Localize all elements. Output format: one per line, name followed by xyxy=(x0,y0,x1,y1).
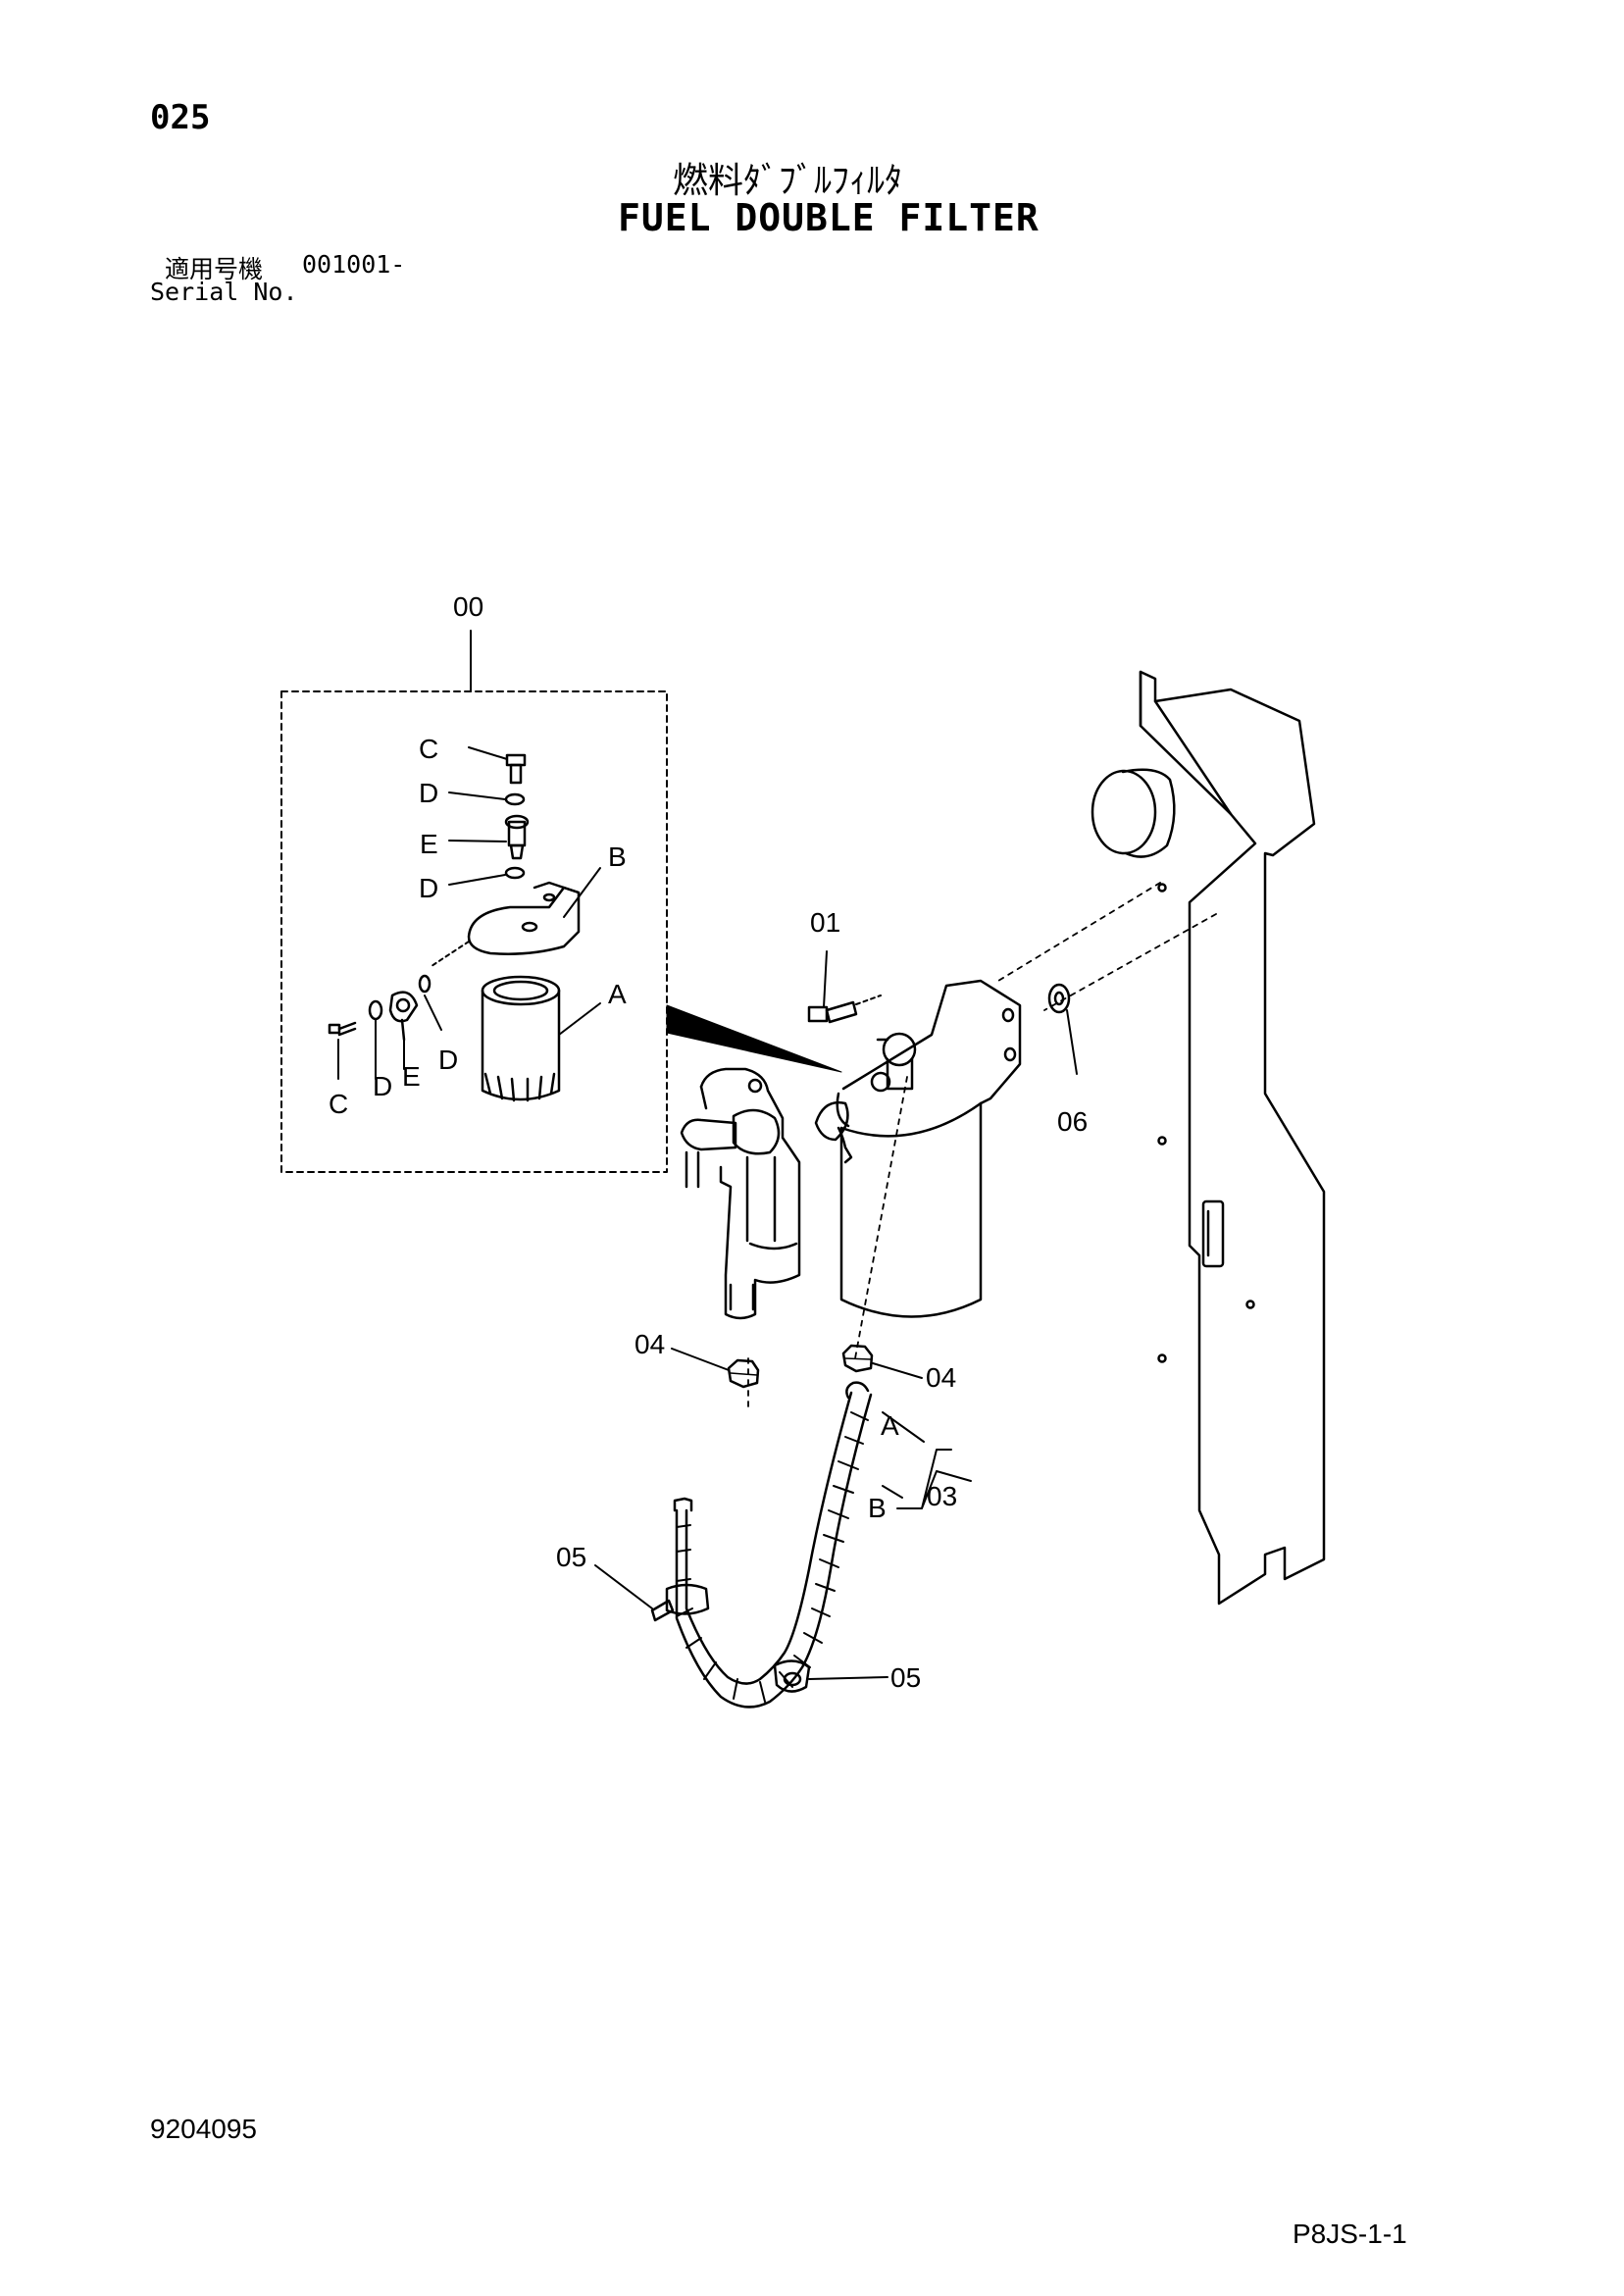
detail-washer-mid xyxy=(448,866,526,886)
page-number: 025 xyxy=(150,98,211,137)
callout-bolt: 01 xyxy=(810,907,840,938)
callout-detail-d-bottom2: D xyxy=(438,1045,458,1075)
callout-clamp-right: 05 xyxy=(890,1662,921,1693)
page-title: FUEL DOUBLE FILTER xyxy=(618,196,1040,239)
callout-nut-right: 04 xyxy=(926,1362,956,1393)
callout-detail-d-bottom1: D xyxy=(373,1071,392,1101)
callout-hose-a: A xyxy=(881,1410,899,1441)
detail-filter-head xyxy=(431,867,601,967)
callout-assembly: 00 xyxy=(453,591,483,622)
page-title-japanese: 燃料ﾀﾞﾌﾞﾙﾌｨﾙﾀ xyxy=(673,161,903,201)
filter-bracket-plate xyxy=(1091,670,1326,1606)
fuel-hose xyxy=(673,1381,972,1709)
callout-detail-c-bottom: C xyxy=(329,1089,348,1119)
callout-hose-b: B xyxy=(868,1493,887,1523)
washer xyxy=(1047,983,1078,1075)
callout-nut-left: 04 xyxy=(634,1329,665,1359)
callout-detail-a: A xyxy=(608,979,627,1009)
detail-bolt-top xyxy=(468,746,527,785)
serial-number-range: 001001- xyxy=(302,250,406,279)
detail-eye-joint-top xyxy=(448,814,530,860)
callout-detail-d-top1: D xyxy=(419,778,438,808)
exploded-view-box xyxy=(280,630,842,1173)
detail-washer-top xyxy=(448,791,526,806)
alignment-lines xyxy=(747,882,1217,1413)
nut-left xyxy=(671,1348,760,1389)
main-filter-canister xyxy=(814,979,1022,1318)
callout-hose: 03 xyxy=(927,1481,957,1511)
callout-detail-e-top: E xyxy=(420,829,438,859)
callout-detail-e-bottom: E xyxy=(402,1061,421,1092)
detail-filter-cartridge xyxy=(481,975,601,1102)
hose-clamp-right xyxy=(773,1659,888,1693)
document-number: 9204095 xyxy=(150,2114,258,2144)
callout-detail-b: B xyxy=(608,842,627,872)
page-reference: P8JS-1-1 xyxy=(1293,2219,1407,2249)
serial-label: Serial No. xyxy=(150,278,298,306)
callout-detail-c-top: C xyxy=(419,734,438,764)
hose-clamp-left xyxy=(594,1564,710,1622)
detail-bolt-bottom xyxy=(328,974,442,1080)
callout-detail-d-top2: D xyxy=(419,873,438,903)
water-separator-filter xyxy=(680,1067,801,1320)
callout-clamp-left: 05 xyxy=(556,1542,586,1572)
nut-right xyxy=(841,1344,923,1379)
mounting-bolt xyxy=(807,950,882,1024)
callout-washer: 06 xyxy=(1057,1106,1088,1137)
serial-label-japanese: 適用号機 xyxy=(165,255,264,283)
